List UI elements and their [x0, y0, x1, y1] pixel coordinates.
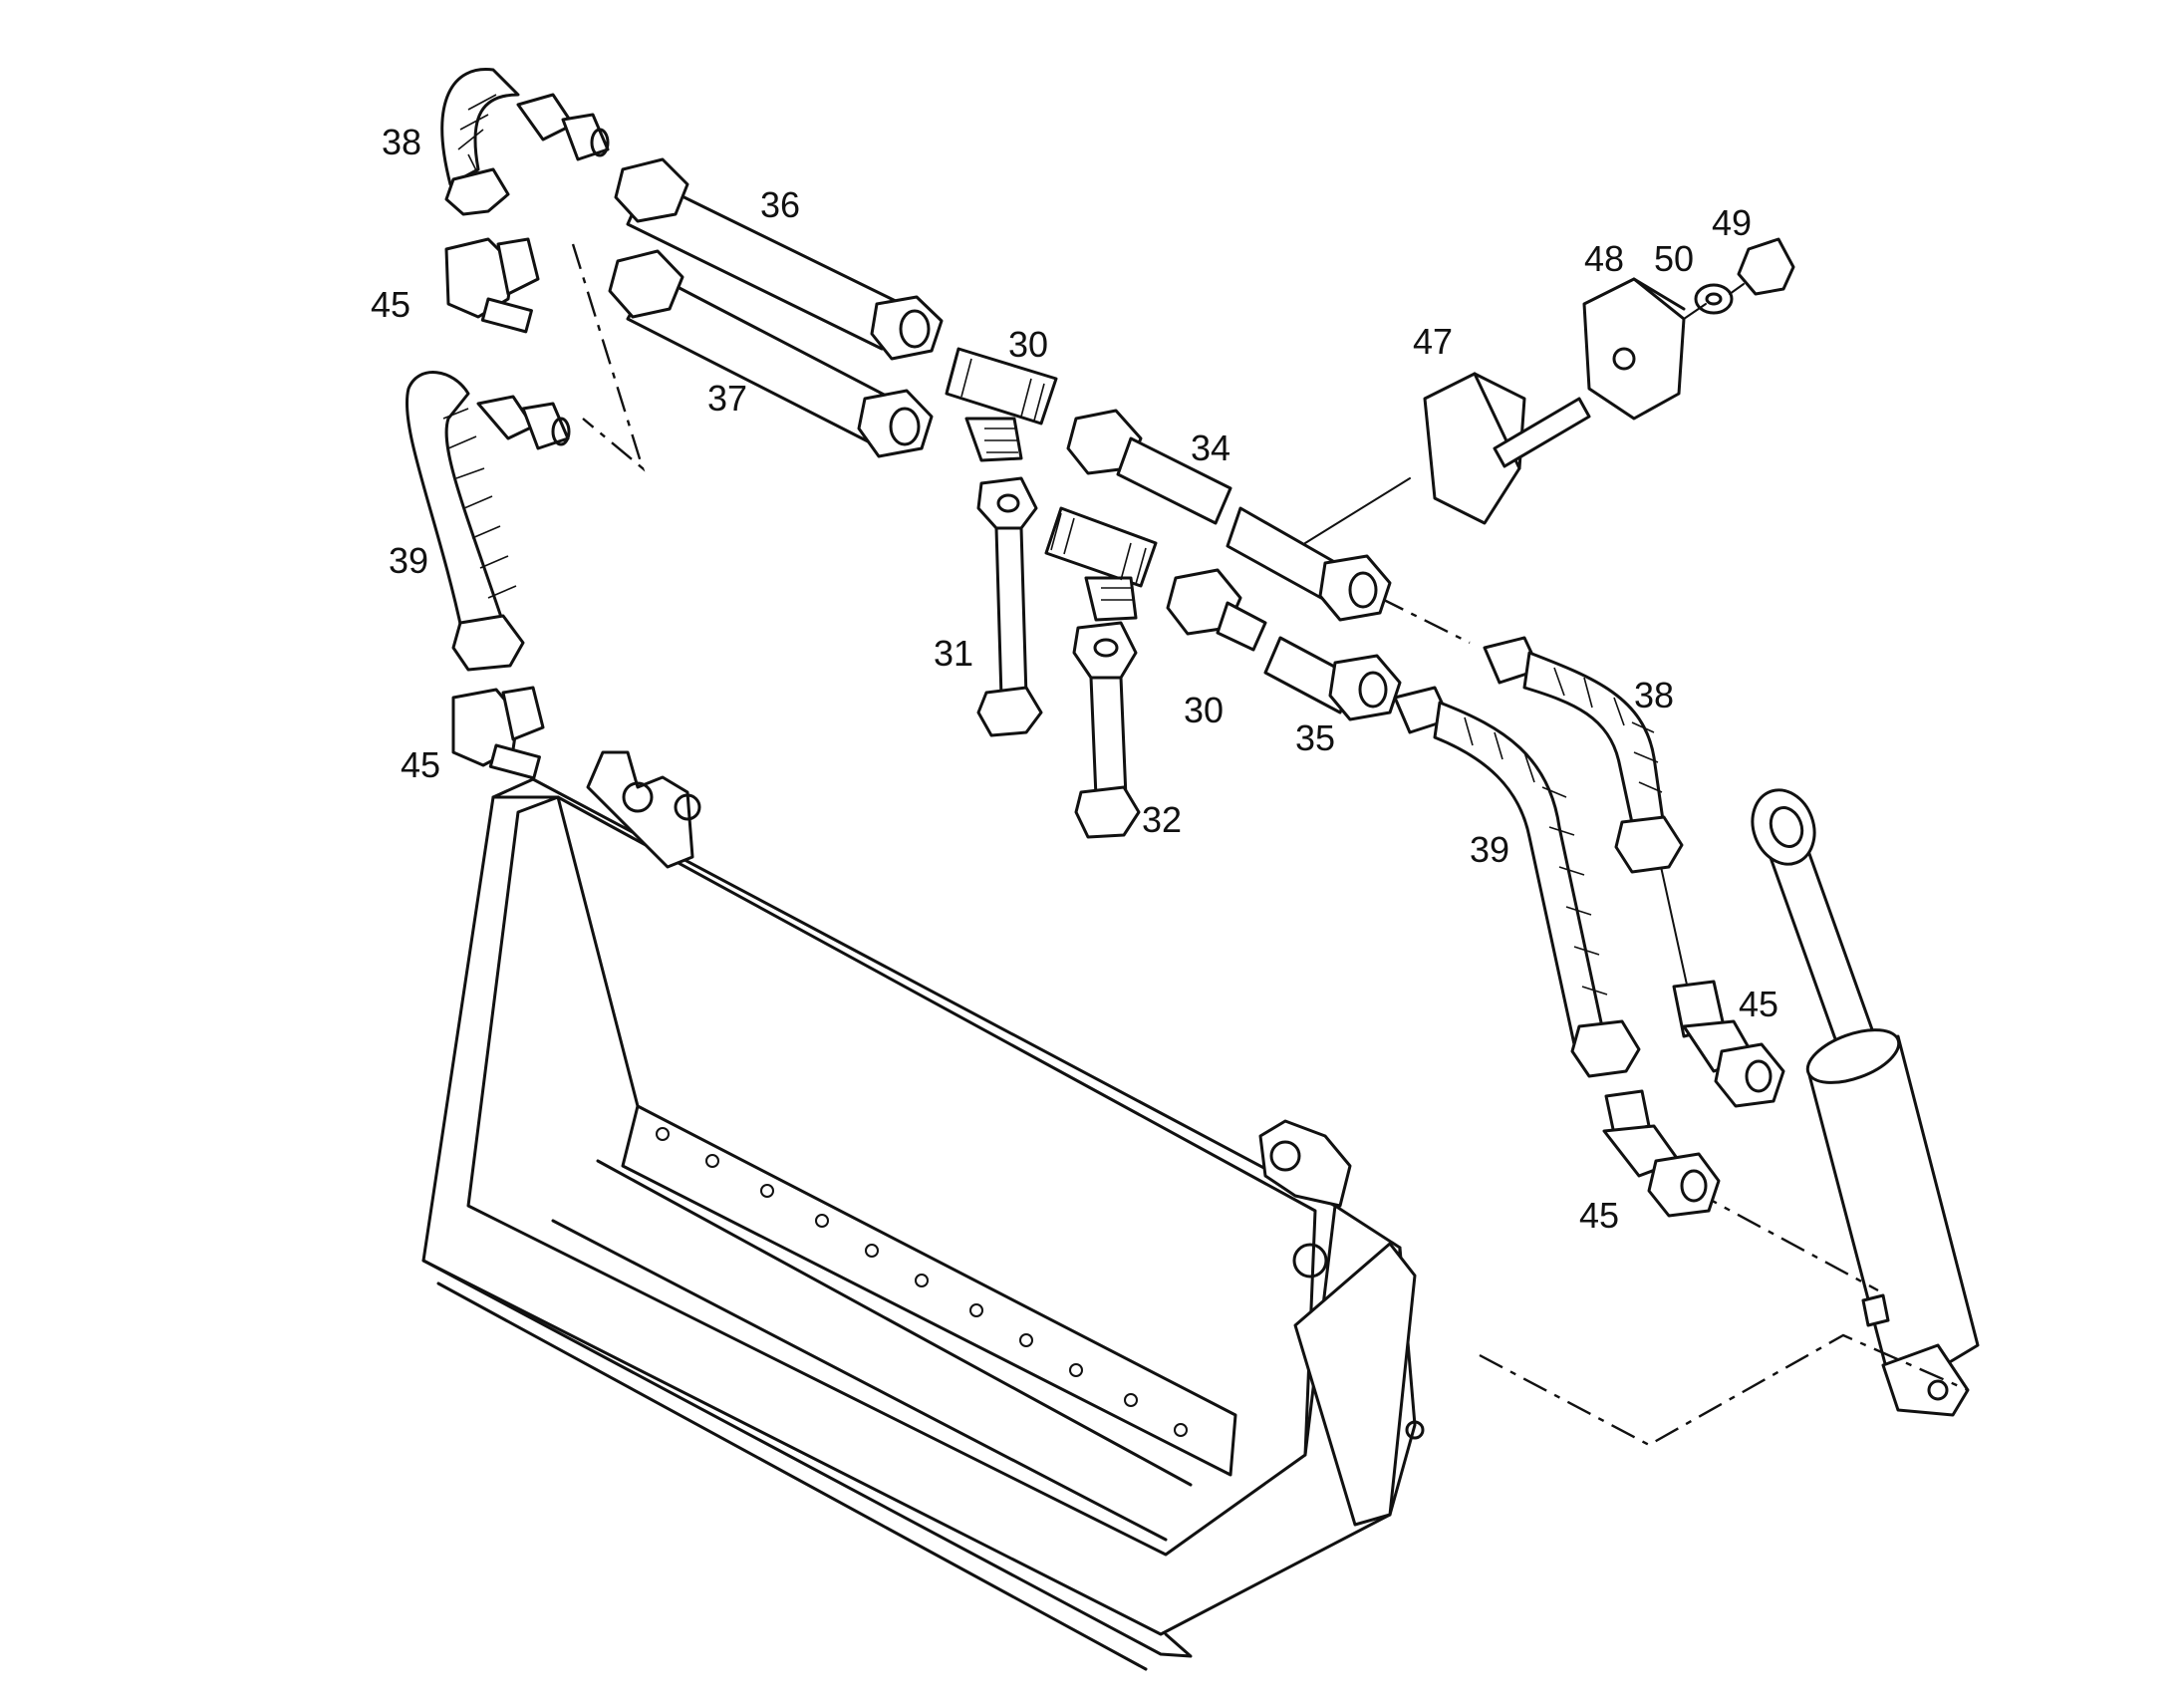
hose-38-right	[1483, 636, 1684, 874]
hose-38-upper-left	[440, 68, 610, 216]
callout-34: 34	[1191, 427, 1230, 468]
callout-39-left: 39	[389, 540, 428, 581]
callout-50: 50	[1654, 238, 1694, 279]
tee-fitting-30-lower	[1044, 506, 1158, 622]
hose-39-left	[405, 371, 571, 672]
callout-47: 47	[1413, 321, 1453, 362]
nut-49	[1737, 237, 1795, 296]
elbow-fitting-45-right-upper	[1672, 980, 1785, 1108]
elbow-fitting-45-right-lower	[1602, 1089, 1721, 1218]
callout-39-right: 39	[1470, 829, 1509, 870]
tube-31	[976, 476, 1043, 737]
callout-37: 37	[707, 378, 747, 419]
elbow-fitting-45-upper-left	[444, 237, 540, 334]
tube-36	[614, 157, 944, 361]
clamp-half-47	[1423, 372, 1521, 525]
hose-39-right	[1393, 686, 1641, 1078]
callout-31: 31	[934, 633, 973, 674]
hydraulic-cylinder	[1751, 788, 1980, 1417]
callout-45-right-upper: 45	[1739, 984, 1778, 1024]
tee-fitting-30-upper	[945, 347, 1058, 462]
loader-bucket	[421, 750, 1425, 1671]
assembly-leader-lines	[571, 243, 1969, 1447]
tube-34	[1066, 409, 1392, 622]
callout-45-upper-left: 45	[371, 284, 410, 325]
elbow-fitting-45-lower-left	[451, 686, 545, 780]
callout-49: 49	[1712, 202, 1752, 243]
callout-35: 35	[1295, 717, 1335, 758]
callout-45-right-lower: 45	[1579, 1195, 1619, 1236]
callout-32: 32	[1142, 799, 1182, 840]
callout-labels: 38 45 36 37 30 47 48 50 49 34 39 31 30 3…	[371, 122, 1778, 1236]
callout-30-lower: 30	[1184, 690, 1224, 730]
callout-48: 48	[1584, 238, 1624, 279]
tube-32	[1072, 621, 1141, 839]
clamp-assembly	[1423, 237, 1795, 525]
callout-38-upper-left: 38	[382, 122, 421, 162]
callout-45-lower-left: 45	[401, 744, 440, 785]
callout-36: 36	[760, 184, 800, 225]
tube-37	[608, 249, 934, 458]
bucket-hole-row	[656, 1127, 1188, 1437]
tube-35	[1166, 568, 1402, 721]
callout-38-right: 38	[1634, 675, 1674, 715]
washer-50	[1694, 283, 1734, 315]
callout-30-upper: 30	[1008, 324, 1048, 365]
clamp-bolt	[1493, 397, 1591, 468]
